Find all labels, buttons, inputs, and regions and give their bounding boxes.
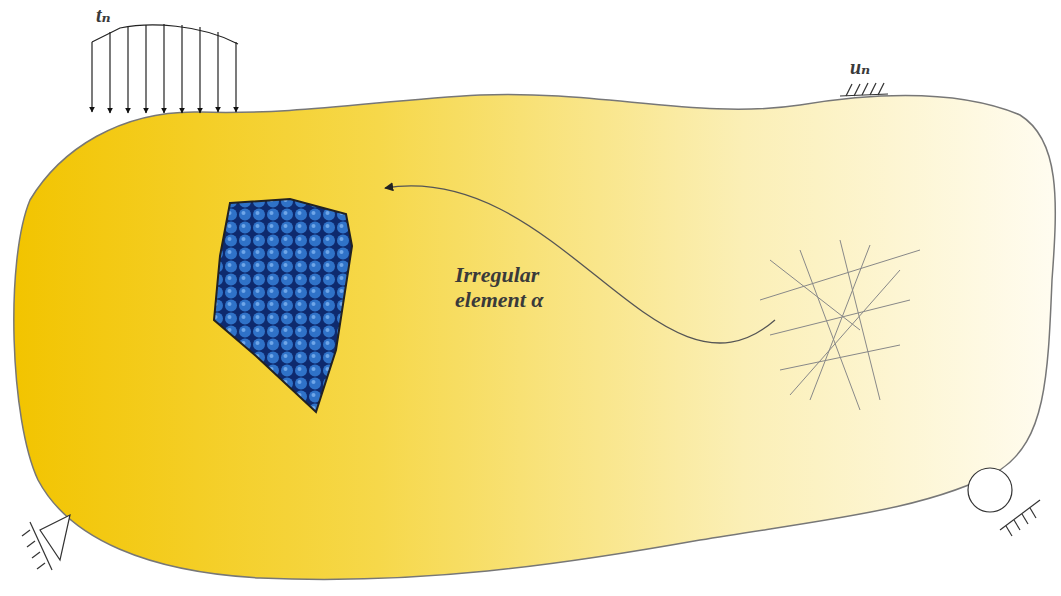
traction-load — [92, 24, 238, 113]
roller-support — [968, 468, 1040, 536]
zoom-leader — [385, 186, 775, 343]
traction-label: tₙ — [96, 4, 111, 27]
element-label: Irregular element α — [455, 262, 580, 313]
mesh-lines — [760, 240, 920, 410]
displacement-label: uₙ — [850, 56, 870, 79]
solid-domain — [14, 94, 1055, 579]
irregular-element — [205, 195, 360, 420]
pin-support — [22, 515, 70, 570]
fixed-support — [840, 83, 888, 96]
